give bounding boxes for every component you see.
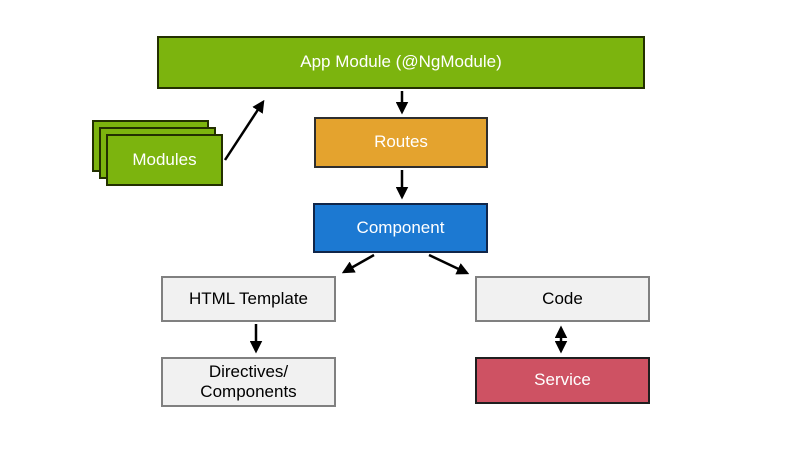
node-html-template: HTML Template [161,276,336,322]
node-routes-label: Routes [374,132,428,152]
node-directives-components: Directives/ Components [161,357,336,407]
arrow-modules-to-app-module [223,99,265,161]
node-html-template-label: HTML Template [188,288,309,308]
node-code: Code [475,276,650,322]
node-app-module: App Module (@NgModule) [157,36,645,89]
node-routes: Routes [314,117,488,168]
node-component-label: Component [356,217,445,237]
arrow-component-to-code [428,253,470,275]
arrow-component-to-html-template [341,253,375,274]
node-service: Service [475,357,650,404]
node-modules: Modules [106,134,223,186]
node-app-module-label: App Module (@NgModule) [300,52,502,72]
node-directives-components-label: Directives/ Components [200,361,297,401]
node-component: Component [313,203,488,253]
node-modules-label: Modules [132,149,197,169]
node-code-label: Code [542,288,583,308]
node-service-label: Service [534,370,591,390]
